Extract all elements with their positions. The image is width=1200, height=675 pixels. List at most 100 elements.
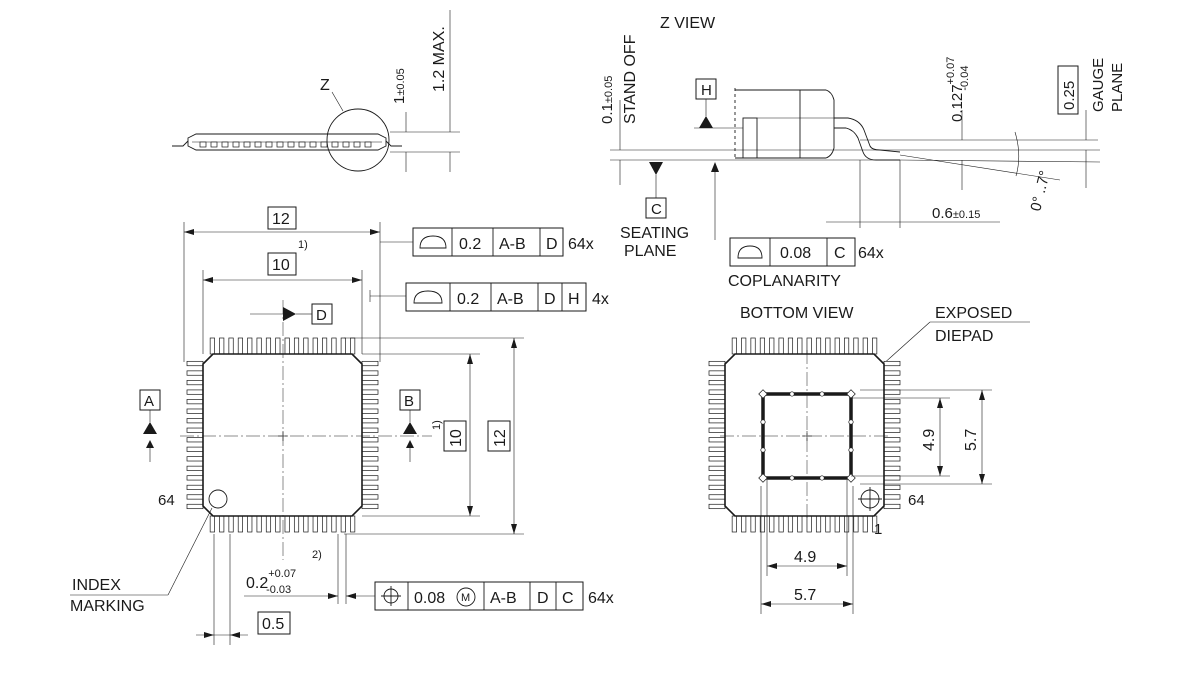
index-label-1: INDEX <box>72 577 121 594</box>
position-frame: 0.08 M A-B D C 64x <box>374 581 614 611</box>
lead <box>219 515 225 533</box>
lead <box>708 427 726 433</box>
lead <box>844 337 850 355</box>
lead <box>275 515 281 533</box>
lead <box>237 515 243 533</box>
lead <box>186 465 204 471</box>
height-12-dim: 12 <box>492 429 509 447</box>
position-symbol-icon <box>381 586 401 606</box>
note-2: 2) <box>312 549 322 561</box>
lead <box>209 515 215 533</box>
svg-text:M: M <box>461 592 470 604</box>
pad-height-57-dim: 5.7 <box>963 429 980 451</box>
lead <box>741 337 747 355</box>
top-view: 64 12 1) 10 D A B <box>70 206 524 645</box>
note-1-side: 1) <box>431 420 443 430</box>
lead <box>186 427 204 433</box>
datum-d-box <box>311 303 333 325</box>
lead <box>787 515 794 533</box>
profile-frame-1: 0.2 A-B D 64x <box>412 227 594 257</box>
lead <box>322 515 328 533</box>
lead <box>361 446 379 452</box>
datum-c-box <box>645 197 667 219</box>
lead <box>331 515 337 533</box>
lead <box>815 515 822 533</box>
lead <box>186 408 204 414</box>
lead <box>708 389 726 395</box>
lead <box>708 503 726 510</box>
side-lead <box>298 141 306 148</box>
bottom-view-title: BOTTOM VIEW <box>740 305 854 322</box>
lead <box>862 337 868 355</box>
lead <box>186 389 204 395</box>
bottom-view: BOTTOM VIEW EXPOSED DIEPAD 64 1 4.9 5.7 <box>708 305 1030 614</box>
diepad-edge-mark <box>760 447 766 453</box>
lead <box>759 337 765 355</box>
profile-surface-icon <box>419 235 447 249</box>
lead <box>883 484 901 490</box>
detail-z-label: Z <box>320 77 330 94</box>
lead <box>186 399 204 405</box>
standoff-label: STAND OFF <box>622 34 639 124</box>
exposed-label-2: DIEPAD <box>935 328 993 345</box>
svg-text:0.2: 0.2 <box>459 236 481 253</box>
pin-1-target-icon <box>858 487 882 511</box>
index-marking-dot <box>208 489 228 509</box>
lead <box>340 515 346 533</box>
lead <box>293 337 300 355</box>
lead <box>303 515 309 533</box>
lead <box>361 360 379 367</box>
coplanarity-frame: 0.08 C 64x COPLANARITY <box>728 237 884 290</box>
height-10-dim: 10 <box>448 429 465 447</box>
lead <box>275 337 281 355</box>
lead <box>265 337 272 355</box>
lead <box>186 380 204 386</box>
index-label-2: MARKING <box>70 598 145 615</box>
svg-text:A-B: A-B <box>499 236 526 253</box>
lead <box>883 418 901 424</box>
exposed-label-1: EXPOSED <box>935 305 1012 322</box>
standoff-dim: 0.1±0.05 <box>599 76 616 124</box>
lead <box>708 465 726 471</box>
package-body-bottom <box>724 353 885 517</box>
side-lead <box>331 141 339 148</box>
lead <box>708 380 726 386</box>
lead <box>708 437 726 443</box>
lead-thickness-dim: 0.127+0.07-0.04 <box>945 57 971 122</box>
lead <box>256 337 262 355</box>
lead <box>186 446 204 452</box>
lead <box>750 515 756 533</box>
lead <box>778 515 784 533</box>
gauge-box <box>1057 65 1079 115</box>
lead <box>186 475 204 481</box>
lead <box>361 484 379 490</box>
svg-text:64x: 64x <box>858 245 884 262</box>
datum-h-label: H <box>701 82 712 99</box>
foot-length-dim: 0.6±0.15 <box>932 205 980 222</box>
side-lead <box>199 141 207 148</box>
gauge-label-2: PLANE <box>1109 63 1126 112</box>
lead <box>361 427 379 433</box>
side-lead <box>309 141 317 148</box>
lead <box>883 408 901 414</box>
side-lead <box>287 141 295 148</box>
lead <box>883 503 901 510</box>
lead <box>322 337 328 355</box>
lead <box>815 337 822 355</box>
lead <box>361 437 379 443</box>
pin-64-label-bottom: 64 <box>908 492 925 509</box>
lead <box>883 437 901 443</box>
lead <box>769 515 775 533</box>
width-10-dim: 10 <box>272 257 290 274</box>
lead <box>708 456 726 462</box>
lead <box>350 337 356 355</box>
lead <box>708 418 726 424</box>
lead <box>228 337 234 355</box>
seating-plane-label-2: PLANE <box>624 243 676 260</box>
lead <box>350 515 356 533</box>
lead <box>708 360 726 367</box>
lead <box>853 337 859 355</box>
lead <box>883 360 901 367</box>
lead <box>312 337 318 355</box>
